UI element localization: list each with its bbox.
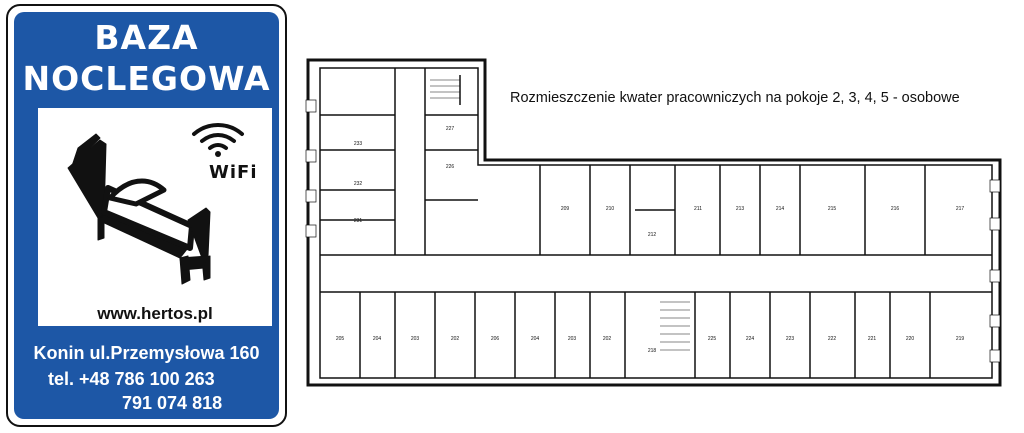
- room-label: 225: [708, 336, 717, 342]
- room-label: 206: [491, 336, 500, 342]
- room-label: 204: [531, 336, 540, 342]
- phone-secondary: 791 074 818: [122, 393, 223, 413]
- room-label: 219: [956, 336, 965, 342]
- room-label: 209: [561, 206, 570, 212]
- room-label: 226: [446, 164, 455, 170]
- room-label: 212: [648, 232, 657, 238]
- room-label: 220: [906, 336, 915, 342]
- room-label: 215: [828, 206, 837, 212]
- room-label: 202: [451, 336, 460, 342]
- bed-icon: [67, 133, 211, 285]
- floor-plan-caption: Rozmieszczenie kwater pracowniczych na p…: [510, 90, 960, 106]
- room-label: 204: [373, 336, 382, 342]
- floor-plan: 209 210 211 213 214 215 216 217 212 205 …: [305, 58, 1002, 387]
- room-label: 213: [736, 206, 745, 212]
- wifi-label: WiFi: [209, 162, 258, 183]
- room-label: 227: [446, 126, 455, 132]
- website-link[interactable]: www.hertos.pl: [97, 304, 213, 323]
- room-label: 218: [648, 348, 657, 354]
- room-label: 233: [354, 141, 363, 147]
- sign-title-line1: BAZA: [94, 18, 199, 57]
- sign-white-panel: WiFi www.hertos.pl: [38, 108, 272, 326]
- room-label: 222: [828, 336, 837, 342]
- room-label: 210: [606, 206, 615, 212]
- room-label: 224: [746, 336, 755, 342]
- sign-blue-panel: BAZA NOCLEGOWA: [14, 12, 279, 419]
- advertisement-sign: BAZA NOCLEGOWA: [6, 4, 287, 427]
- room-label: 216: [891, 206, 900, 212]
- room-label: 221: [868, 336, 877, 342]
- room-label: 223: [786, 336, 795, 342]
- phone-primary: tel. +48 786 100 263: [48, 369, 215, 389]
- room-label: 214: [776, 206, 785, 212]
- room-label: 202: [603, 336, 612, 342]
- room-label: 232: [354, 181, 363, 187]
- sign-title-line2: NOCLEGOWA: [22, 59, 271, 98]
- address-text: Konin ul.Przemysłowa 160: [33, 343, 260, 363]
- room-label: 217: [956, 206, 965, 212]
- room-label: 211: [694, 206, 702, 212]
- room-label: 205: [336, 336, 345, 342]
- room-label: 203: [568, 336, 577, 342]
- room-label: 231: [354, 218, 363, 224]
- wifi-icon: [192, 123, 244, 157]
- room-label: 203: [411, 336, 420, 342]
